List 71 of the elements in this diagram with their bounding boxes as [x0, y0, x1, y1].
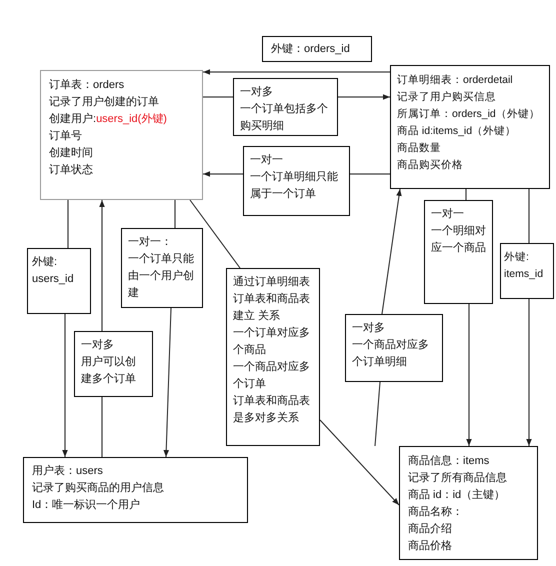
box-text: 订单表和商品表是多对多关系	[233, 394, 311, 426]
box-text: 一个明细对应一个商品	[431, 224, 486, 256]
connector-line	[528, 188, 530, 244]
relation-note-box	[262, 36, 372, 62]
box-text: 商品购买价格	[397, 158, 464, 173]
box-text: 商品介绍	[408, 522, 453, 537]
box-text: 一对一：	[128, 235, 173, 250]
box-text: 商品 id:items_id（外键）	[397, 124, 518, 139]
box-text: 外键:	[504, 250, 530, 265]
box-text: 一对一	[431, 207, 465, 222]
box-text: 一个订单明细只能属于一个订单	[250, 170, 339, 202]
box-text: 一个商品对应多个订单	[233, 360, 311, 392]
box-text: 一对多	[352, 321, 386, 336]
table-box	[226, 268, 320, 446]
box-text: 一对多	[81, 338, 115, 353]
box-text: 一对一	[250, 153, 284, 168]
box-text: users_id	[32, 272, 75, 287]
table-box	[390, 65, 550, 189]
box-text: Id：唯一标识一个用户	[32, 498, 142, 513]
box-text: 记录了用户创建的订单	[49, 94, 160, 110]
relation-note-box	[243, 146, 350, 216]
connector-line	[202, 96, 234, 98]
box-text: 记录了所有商品信息	[408, 470, 508, 486]
arrow	[526, 298, 532, 446]
box-text: 创建时间	[49, 146, 94, 161]
box-text: 外键：orders_id	[271, 42, 351, 57]
relation-note-box	[345, 314, 443, 382]
box-text: 一个订单对应多个商品	[233, 326, 311, 358]
box-text: 记录了用户购买信息	[397, 90, 497, 105]
box-text: 订单状态	[49, 162, 94, 178]
box-text: 商品价格	[408, 538, 453, 554]
arrow	[320, 420, 400, 506]
connector-line	[374, 382, 380, 446]
box-text: 一个商品对应多个订单明细	[352, 338, 430, 370]
relation-note-box	[74, 331, 153, 397]
relation-note-box	[233, 78, 338, 136]
arrow	[62, 314, 68, 458]
box-text: 商品 id：id（主键）	[408, 488, 506, 503]
connector-line	[174, 200, 176, 228]
box-text: 创建用户:users_id(外键)	[49, 112, 168, 127]
arrow	[163, 308, 172, 458]
box-text: 所属订单：orders_id（外键）	[397, 107, 541, 122]
box-text: 记录了购买商品的用户信息	[32, 480, 165, 496]
box-text: 一对多	[240, 85, 274, 100]
box-text: 商品信息：items	[408, 454, 490, 469]
box-text: 一个订单只能由一个用户创建	[128, 252, 195, 301]
arrow	[382, 188, 402, 314]
relation-note-box	[27, 248, 91, 314]
box-text: 商品数量	[397, 141, 442, 156]
box-text: 订单明细表：orderdetail	[397, 73, 514, 88]
arrow	[338, 94, 390, 100]
arrow	[202, 171, 244, 177]
arrow	[99, 200, 105, 332]
table-box	[399, 446, 538, 560]
connector-line	[190, 200, 240, 268]
box-text: 用户可以创建多个订单	[81, 354, 137, 387]
box-text: 用户表：users	[32, 464, 104, 479]
relation-note-box	[424, 200, 493, 304]
box-text: 订单号	[49, 129, 83, 144]
box-text: 通过订单明细表订单表和商品表建立 关系	[233, 274, 311, 324]
box-text: 一个订单包括多个购买明细	[240, 102, 329, 134]
table-box	[40, 70, 203, 200]
table-box	[23, 457, 248, 523]
box-text: 商品名称：	[408, 504, 464, 520]
relation-note-box	[500, 243, 554, 299]
box-text: 订单表：orders	[49, 78, 126, 93]
box-text: items_id	[504, 267, 544, 282]
arrow	[202, 69, 390, 75]
box-text: 外键:	[32, 255, 58, 270]
relation-note-box	[121, 228, 203, 308]
arrow	[466, 304, 472, 446]
